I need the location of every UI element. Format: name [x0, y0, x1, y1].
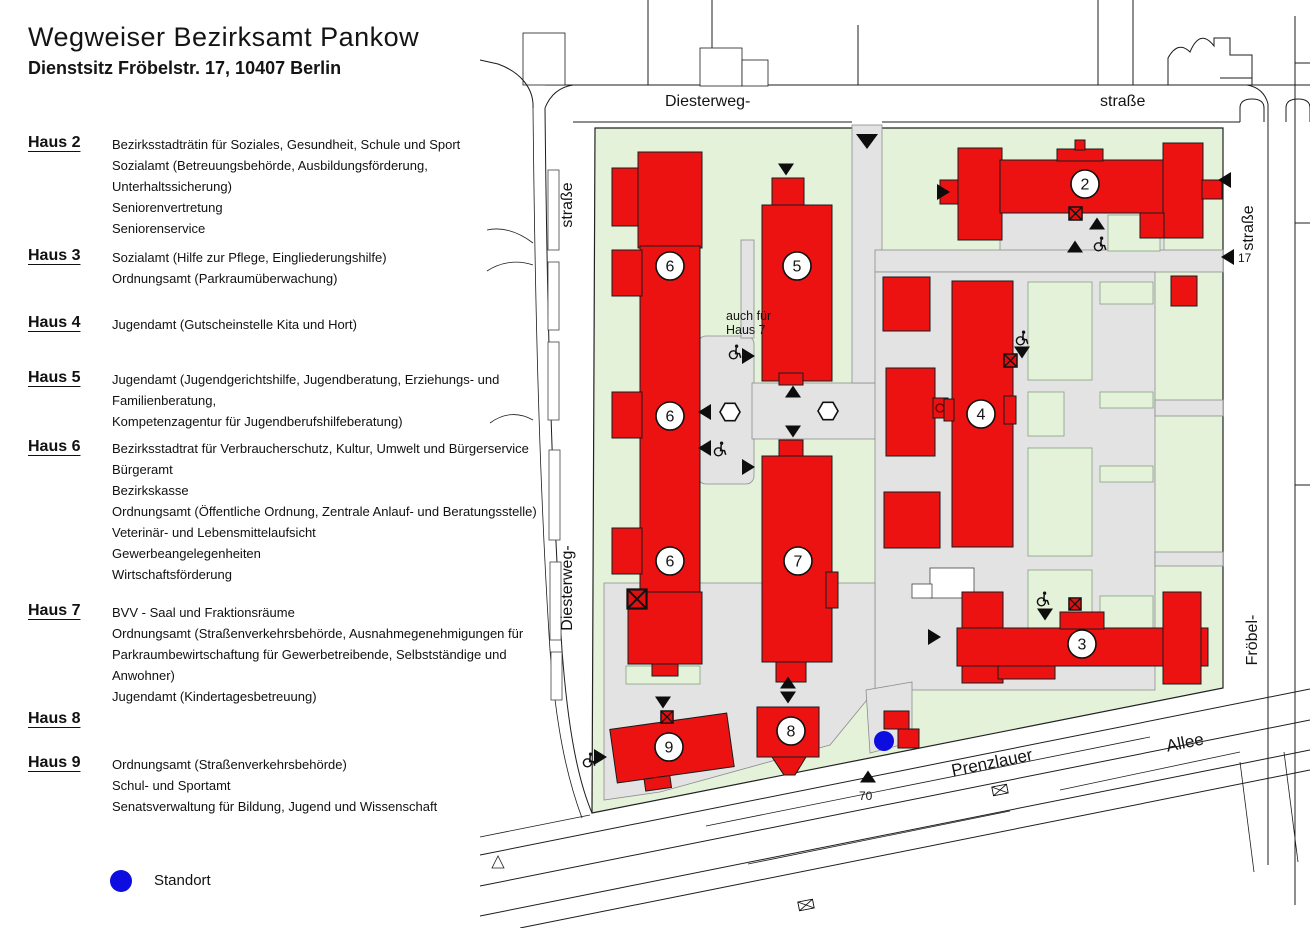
street-label: straße [1100, 93, 1145, 110]
path-east-west [874, 249, 1224, 273]
standort-label: Standort [154, 872, 211, 889]
building-number-markers: 2 5 6 6 6 7 4 3 8 9 [654, 169, 1100, 762]
standort-dot-icon [110, 870, 132, 892]
standort-dot [874, 731, 894, 751]
building-number-9: 9 [654, 732, 684, 762]
building-number-7: 7 [783, 546, 813, 576]
tram-stop-icon [797, 898, 815, 912]
house-description: Bezirksstadtrat für Verbraucherschutz, K… [112, 441, 537, 582]
building-number-8: 8 [776, 716, 806, 746]
entrance-arrow-left [698, 404, 711, 420]
entrance-arrow-down [856, 134, 878, 149]
building-haus-2 [939, 139, 1223, 241]
building-number-6: 6 [655, 546, 685, 576]
building-number-4: 4 [966, 399, 996, 429]
elevator-icon [1003, 353, 1018, 368]
small-triangle-symbol [491, 855, 505, 869]
elevator-icon [1068, 597, 1082, 611]
house-description: Jugendamt (Jugendgerichtshilfe, Jugendbe… [112, 372, 500, 429]
house-description: Jugendamt (Gutscheinstelle Kita und Hort… [112, 317, 357, 332]
elevator-icon [626, 588, 648, 610]
path-between-columns [740, 239, 755, 339]
building-small-standort [883, 710, 920, 749]
note-auch-fuer: auch für [726, 309, 771, 323]
house-label: Haus 9 [28, 754, 81, 771]
entrance-arrow-left [698, 440, 711, 456]
entrance-arrow-right [742, 348, 755, 364]
house-label: Haus 3 [28, 247, 81, 264]
house-label: Haus 2 [28, 134, 81, 151]
svg-text:3: 3 [1078, 637, 1087, 654]
house-number-17: 17 [1238, 251, 1252, 265]
street-label: straße [1240, 205, 1257, 250]
legend-panel: Wegweiser Bezirksamt Pankow Dienstsitz F… [0, 0, 545, 928]
svg-text:7: 7 [794, 554, 803, 571]
page-subtitle: Dienstsitz Fröbelstr. 17, 10407 Berlin [28, 58, 342, 78]
elevator-icon [1068, 206, 1083, 221]
entrance-arrow-down [780, 691, 796, 704]
entrance-arrow-down [655, 696, 671, 709]
house-label: Haus 4 [28, 314, 81, 331]
house-label: Haus 6 [28, 438, 81, 455]
building-number-6: 6 [655, 251, 685, 281]
svg-text:5: 5 [793, 259, 802, 276]
svg-text:4: 4 [977, 407, 986, 424]
street-label: Fröbel- [1244, 615, 1261, 666]
building-number-6: 6 [655, 401, 685, 431]
house-description: Ordnungsamt (Straßenverkehrsbehörde)Schu… [112, 757, 438, 814]
entrance-arrow-up [785, 385, 801, 398]
street-label: Prenzlauer [950, 745, 1035, 780]
entrance-arrow-left [1221, 249, 1234, 265]
hexagon-icon [817, 401, 839, 421]
svg-text:8: 8 [787, 724, 796, 741]
elevator-icon [660, 710, 674, 724]
street-label: straße [559, 182, 576, 227]
north-buildings-linework [522, 0, 1310, 905]
entrance-arrow-down [1014, 346, 1030, 359]
entrance-arrow-right [928, 629, 941, 645]
svg-text:2: 2 [1081, 177, 1090, 194]
svg-text:6: 6 [666, 409, 675, 426]
entrance-arrow-up [1089, 217, 1105, 230]
street-label: Allee [1164, 730, 1205, 756]
house-label: Haus 8 [28, 710, 81, 727]
entrance-arrow-up [860, 770, 876, 783]
street-label: Diesterweg- [559, 545, 576, 630]
house-number-70: 70 [859, 789, 873, 803]
entrance-arrow-right [742, 459, 755, 475]
street-label: Diesterweg- [665, 93, 750, 110]
svg-text:6: 6 [666, 259, 675, 276]
entrance-arrow-right [594, 749, 607, 765]
page-title: Wegweiser Bezirksamt Pankow [28, 22, 420, 52]
svg-text:6: 6 [666, 554, 675, 571]
entrance-arrow-down [785, 425, 801, 438]
tram-stop-icon [991, 783, 1009, 797]
house-label: Haus 5 [28, 369, 81, 386]
entrance-arrow-right [937, 184, 950, 200]
house-description: Sozialamt (Hilfe zur Pflege, Eingliederu… [112, 250, 387, 286]
building-haus-5 [761, 177, 833, 386]
building-number-5: 5 [782, 251, 812, 281]
building-number-3: 3 [1067, 629, 1097, 659]
entrance-arrow-down [778, 163, 794, 176]
entrance-arrow-left [1218, 172, 1231, 188]
map-symbols [582, 134, 1234, 912]
note-haus-7: Haus 7 [726, 323, 766, 337]
house-description: Bezirksstadträtin für Soziales, Gesundhe… [112, 137, 461, 236]
streets-linework [479, 59, 1310, 928]
entrance-arrow-down [1037, 608, 1053, 621]
hexagon-icon [719, 402, 741, 422]
entrance-arrow-up [780, 676, 796, 689]
building-small-froebel [1170, 275, 1198, 307]
entrance-arrow-up [1067, 240, 1083, 253]
svg-text:9: 9 [665, 740, 674, 757]
building-number-2: 2 [1070, 169, 1100, 199]
house-label: Haus 7 [28, 602, 81, 619]
